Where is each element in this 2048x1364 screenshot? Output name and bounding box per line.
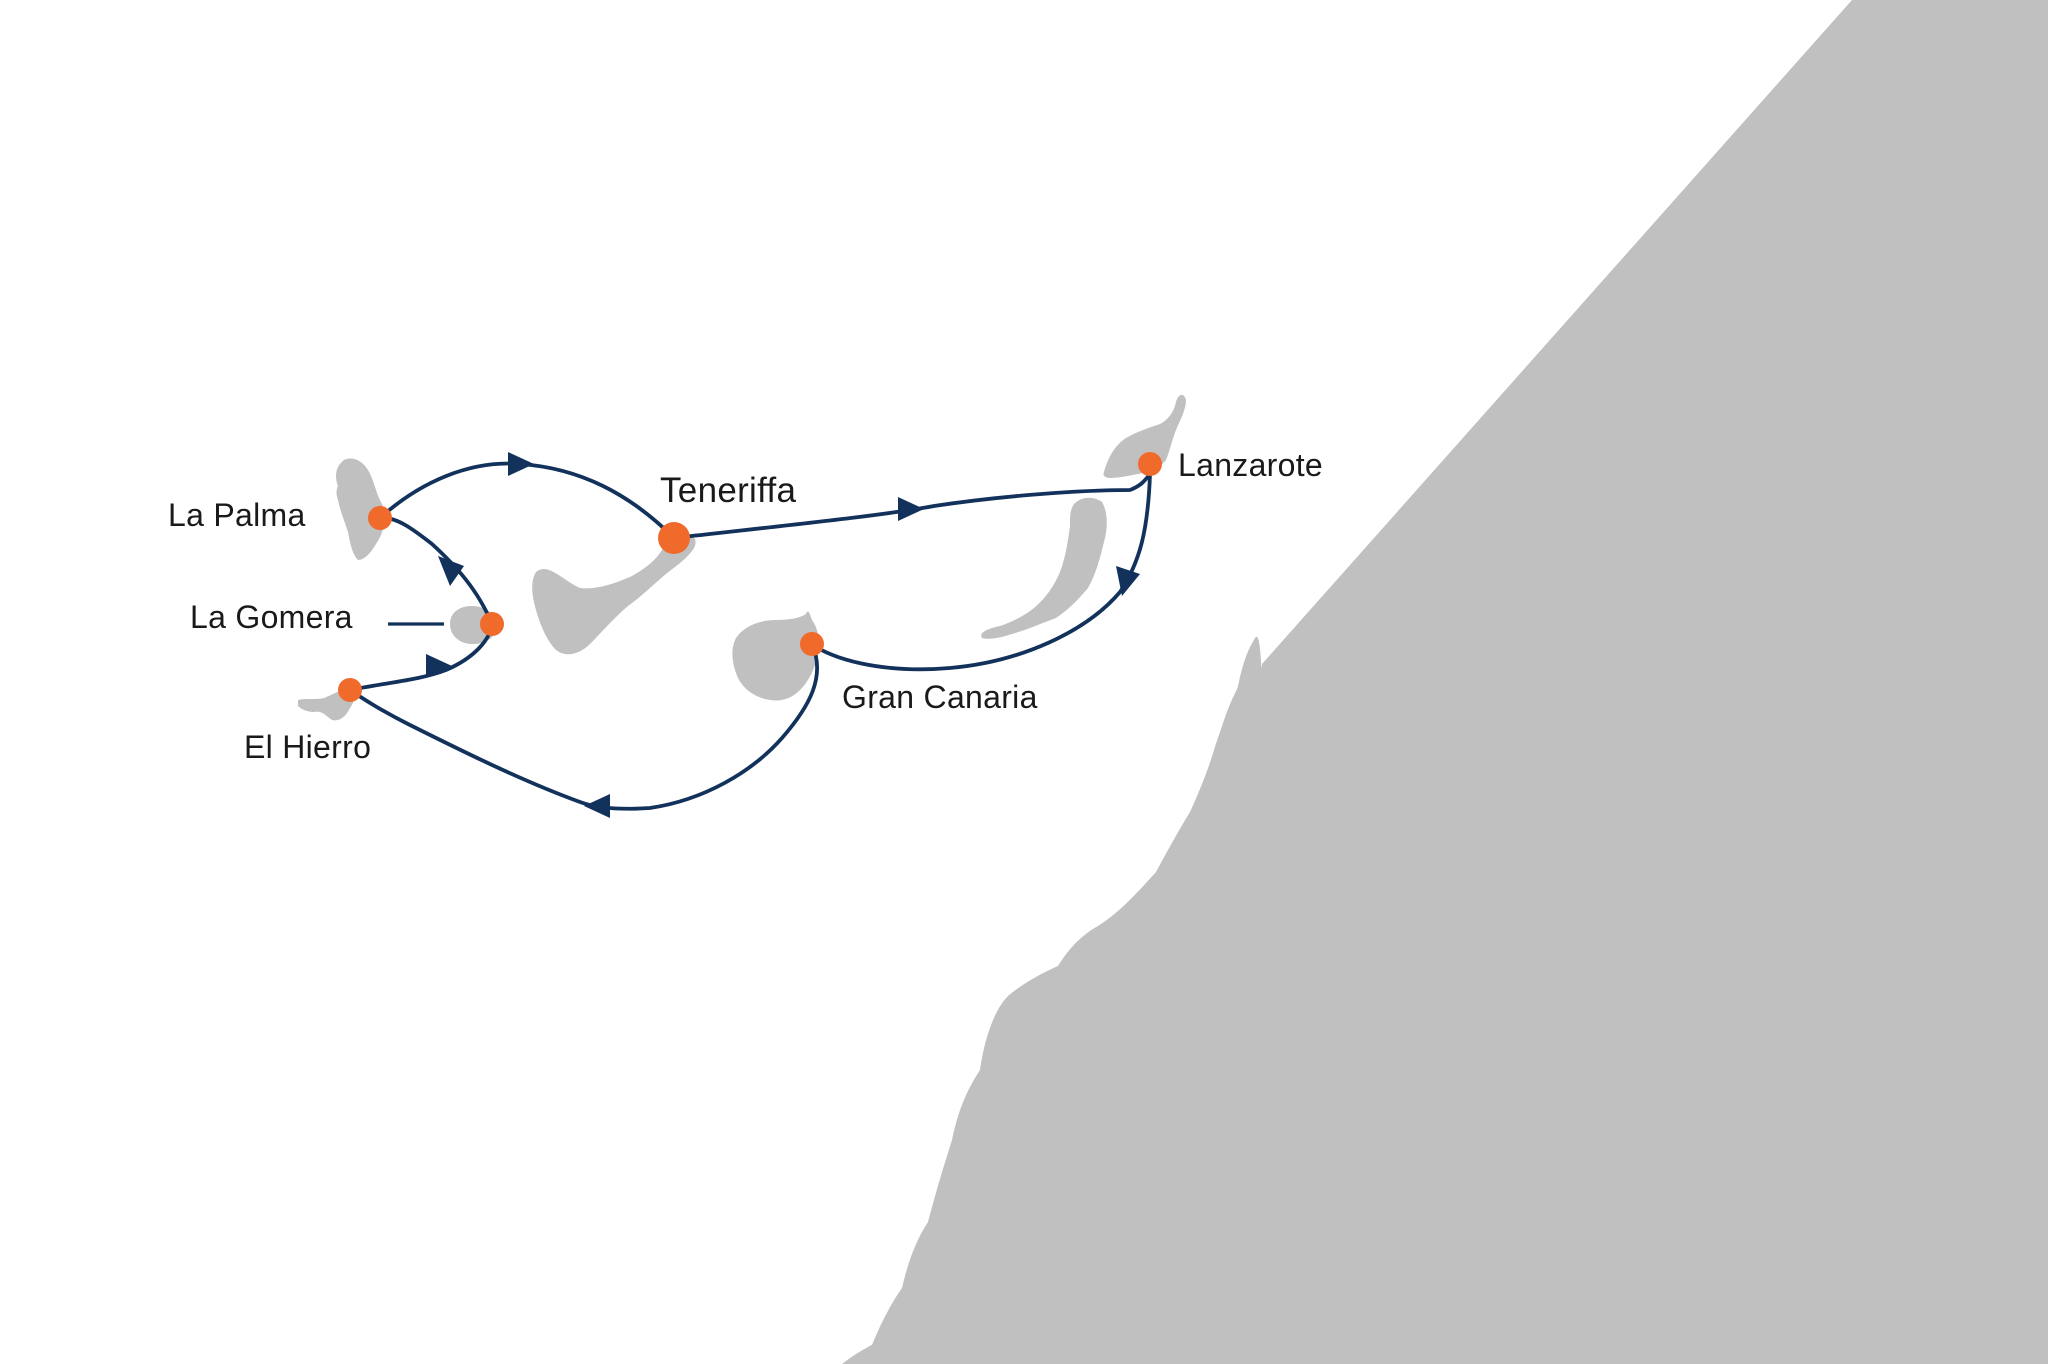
la-palma-island (336, 458, 385, 560)
port-label-el-hierro: El Hierro (244, 729, 371, 765)
port-label-la-palma: La Palma (168, 497, 306, 533)
port-label-lanzarote: Lanzarote (1178, 447, 1323, 483)
port-marker-la-gomera (480, 612, 504, 636)
tenerife-island (532, 535, 696, 655)
port-label-la-gomera: La Gomera (190, 599, 353, 635)
direction-arrow-icon (508, 452, 534, 476)
african-mainland-coast (845, 0, 2048, 1364)
port-marker-lanzarote (1138, 452, 1162, 476)
direction-arrow-icon (1116, 566, 1140, 596)
port-marker-el-hierro (338, 678, 362, 702)
route-tenerife-lanzarote (672, 472, 1152, 540)
route-el-hierro-la-gomera (348, 622, 494, 692)
direction-arrow-icon (584, 794, 610, 818)
port-label-gran-canaria: Gran Canaria (842, 679, 1038, 715)
lanzarote-island (1103, 394, 1186, 478)
fuerteventura-island (981, 497, 1107, 639)
port-label-tenerife: Teneriffa (660, 471, 797, 510)
port-marker-tenerife (658, 522, 690, 554)
route-lanzarote-gran-canaria (810, 472, 1152, 672)
port-marker-gran-canaria (800, 632, 824, 656)
route-la-palma-tenerife (378, 461, 676, 540)
port-marker-la-palma (368, 506, 392, 530)
route-gran-canaria-el-hierro (348, 642, 820, 811)
gran-canaria-island (732, 611, 819, 701)
route-la-gomera-la-palma (378, 516, 494, 626)
direction-arrow-icon (438, 556, 464, 586)
direction-arrow-icon (898, 497, 924, 521)
direction-arrow-icon (426, 654, 452, 678)
